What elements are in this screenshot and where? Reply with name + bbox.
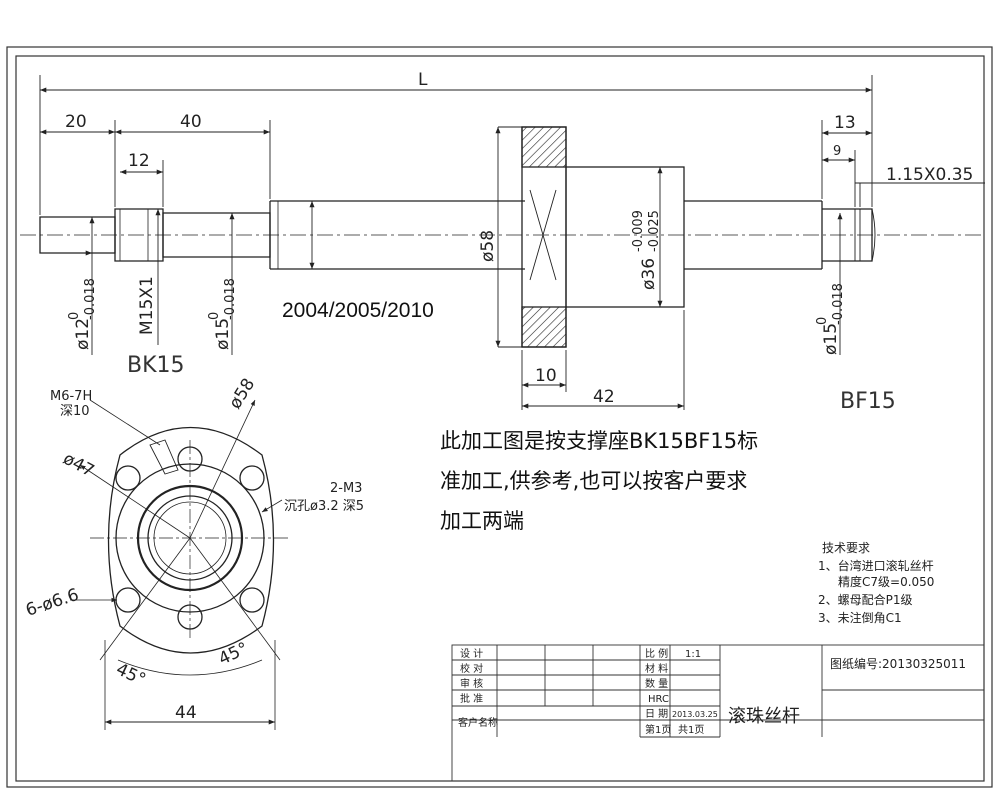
svg-text:-0.009: -0.009 [631,210,646,252]
tb-qty-label: 数 量 [645,677,668,690]
screw-body-right [684,200,823,270]
svg-text:0: 0 [67,312,82,320]
svg-text:ø15: ø15 [821,323,841,355]
tech-req-item3: 3、未注倒角C1 [818,610,902,625]
dim-nut-42: 42 [593,387,615,407]
bf-support-label: BF15 [840,389,896,414]
outer-frame [6,46,993,788]
svg-text:-0.018: -0.018 [83,278,98,320]
counterbore-label: 沉孔ø3.2 深5 [284,499,364,514]
flange-hatch-bottom [521,306,567,348]
svg-text:ø36: ø36 [639,258,659,290]
mount-holes-label: 6-ø6.6 [23,585,81,621]
hole-bottom-left [115,587,141,613]
dia15-left-label: ø15 0 -0.018 [207,278,238,350]
flange-end-view [70,399,290,730]
hole-bottom-right [239,587,265,613]
svg-text:-0.018: -0.018 [223,278,238,320]
bf-journal [822,208,873,262]
svg-text:0: 0 [207,312,222,320]
nut-body-dia-label: ø36 -0.009 -0.025 [631,210,662,290]
description-line3: 加工两端 [440,509,524,533]
description-line2: 准加工,供参考,也可以按客户要求 [440,469,747,493]
dim-groove: 1.15X0.35 [886,165,973,185]
svg-text:ø12: ø12 [73,318,93,350]
tb-check: 校 对 [460,662,483,675]
svg-text:ø58: ø58 [225,375,259,413]
model-numbers: 2004/2005/2010 [282,299,434,322]
bk-support-label: BK15 [127,353,185,378]
tb-review: 审 核 [460,677,483,690]
m3-holes-label: 2-M3 [330,481,362,496]
svg-text:ø47: ø47 [60,449,98,482]
title-block [451,644,985,782]
angle-right-label: 45° [216,639,252,670]
tb-scale-label: 比 例 [645,647,668,660]
svg-text:0: 0 [815,317,830,325]
svg-text:-0.025: -0.025 [647,210,662,252]
hole-top-right [239,465,265,491]
tb-date-value: 2013.03.25 [672,710,718,719]
tb-material-label: 材 料 [645,662,668,675]
nut-body [565,166,685,308]
dim-20: 20 [65,112,87,132]
tech-req-heading: 技术要求 [822,541,870,555]
tb-hardness: HRC [648,694,669,705]
svg-text:M15X1: M15X1 [137,276,157,335]
tb-approve: 批 准 [460,692,483,705]
tech-req-item2: 2、螺母配合P1级 [818,592,913,607]
description-line1: 此加工图是按支撑座BK15BF15标 [440,429,758,453]
tapped-hole-label: M6-7H [50,389,92,404]
pcd47-label: ø47 [60,449,98,482]
dim-flange-10: 10 [535,366,557,386]
tb-scale-value: 1:1 [685,649,701,660]
tb-total-pages: 共1页 [678,724,704,736]
angle-left-label: 45° [113,659,149,690]
thread-label: M15X1 [137,276,157,335]
thread-section [114,208,164,262]
tb-part-name: 滚珠丝杆 [728,706,800,727]
svg-text:ø58: ø58 [478,230,498,262]
tb-date-label: 日 期 [645,708,668,720]
screw-side-view [20,126,985,348]
tb-customer-name: 客户名称 [458,716,498,729]
tapped-depth-label: 深10 [60,404,90,419]
tech-req-item1: 1、台湾进口滚轧丝杆 [818,558,934,573]
dim-9: 9 [833,144,841,159]
dim-13: 13 [834,113,856,133]
dim-40: 40 [180,112,202,132]
dim-12: 12 [128,151,150,171]
dim-L: L [418,70,428,90]
svg-text:-0.018: -0.018 [831,283,846,325]
tb-page: 第1页 [645,723,671,736]
dia12-label: ø12 0 -0.018 [67,278,98,350]
circlip-groove [854,209,861,261]
width-44-label: 44 [175,703,197,723]
svg-text:ø15: ø15 [213,318,233,350]
dimension-lines [39,75,985,410]
pcd58-label: ø58 [225,375,259,413]
dia15-right-label: ø15 0 -0.018 [815,283,846,355]
tb-design: 设 计 [460,647,483,660]
nut-flange-dia-label: ø58 [478,230,498,262]
flange-outline [107,427,275,654]
tb-drawing-no: 图纸编号:20130325011 [830,656,966,671]
hole-top-left [115,465,141,491]
tech-req-item1b: 精度C7级=0.050 [838,574,934,589]
flange-hatch-top [521,126,567,168]
